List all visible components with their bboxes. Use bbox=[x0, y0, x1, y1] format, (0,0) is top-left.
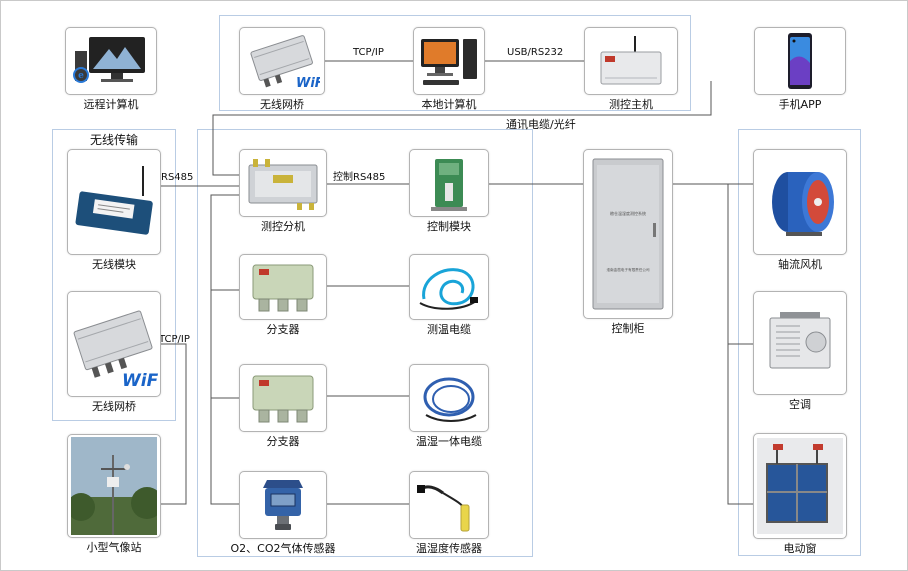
phone-icon bbox=[788, 33, 812, 89]
wireless-module-icon bbox=[75, 166, 153, 235]
gas-sensor-icon bbox=[263, 480, 303, 530]
wireless-module-label: 无线模块 bbox=[92, 258, 136, 271]
gas-sensor-label: O2、CO2气体传感器 bbox=[230, 542, 336, 555]
ctrl-host-node bbox=[584, 27, 678, 95]
wire-cabinet-to-actuators bbox=[673, 183, 753, 505]
fan-label: 轴流风机 bbox=[778, 258, 822, 271]
wire-left-bus bbox=[161, 343, 187, 505]
edge-label-comm-cable: 通讯电缆/光纤 bbox=[506, 118, 576, 131]
wifi-bridge-icon-left: WiFi bbox=[73, 310, 158, 391]
phone-node bbox=[754, 27, 846, 95]
wifi-bridge-top-node: WiFi bbox=[239, 27, 325, 95]
cabinet-icon: 粮仓温湿度测控系统 淮南金凿电子有限责任公司 bbox=[592, 158, 664, 310]
wifi-bridge-left-node: WiFi bbox=[67, 291, 161, 397]
th-cable-label: 温湿一体电缆 bbox=[416, 435, 482, 448]
remote-pc-icon: e bbox=[73, 37, 145, 83]
window-node bbox=[753, 433, 847, 539]
gas-sensor-node bbox=[239, 471, 327, 539]
wifi-bridge-icon: WiFi bbox=[250, 35, 320, 91]
ctrl-module-label: 控制模块 bbox=[427, 220, 471, 233]
field-devices-frame bbox=[197, 129, 533, 557]
electric-window-icon bbox=[757, 438, 843, 534]
wireless-group-title: 无线传输 bbox=[89, 133, 138, 147]
ctrl-host-icon bbox=[600, 36, 662, 85]
phone-label: 手机APP bbox=[778, 98, 822, 111]
svg-text:粮仓温湿度测控系统: 粮仓温湿度测控系统 bbox=[610, 210, 646, 216]
local-pc-node bbox=[413, 27, 485, 95]
th-sensor-label: 温湿度传感器 bbox=[416, 542, 482, 555]
splitter-icon-2 bbox=[252, 375, 314, 423]
weather-station-node bbox=[67, 434, 161, 538]
window-label: 电动窗 bbox=[783, 542, 817, 555]
sub-unit-icon bbox=[248, 159, 318, 210]
edge-label-rs485: RS485 bbox=[161, 172, 194, 183]
wifi-bridge-left-label: 无线网桥 bbox=[92, 400, 136, 413]
fan-node bbox=[753, 149, 847, 255]
th-sensor-icon bbox=[417, 485, 470, 532]
cabinet-label: 控制柜 bbox=[611, 322, 645, 335]
sub-unit-label: 测控分机 bbox=[261, 220, 305, 233]
wire-subunit-bus bbox=[210, 194, 239, 505]
axial-fan-icon bbox=[772, 172, 834, 236]
splitter-2-node bbox=[239, 364, 327, 432]
ctrl-module-node bbox=[409, 149, 489, 217]
wireless-module-node bbox=[67, 149, 161, 255]
weather-station-label: 小型气像站 bbox=[86, 541, 142, 554]
sub-unit-node bbox=[239, 149, 327, 217]
temp-cable-node bbox=[409, 254, 489, 320]
splitter-1-label: 分支器 bbox=[266, 323, 300, 336]
local-pc-icon bbox=[421, 39, 477, 85]
ctrl-module-icon bbox=[431, 159, 467, 211]
temp-cable-icon bbox=[419, 268, 478, 310]
top-network-frame bbox=[219, 15, 691, 111]
wireless-group-frame bbox=[52, 129, 176, 421]
wifi-bridge-top-label: 无线网桥 bbox=[260, 98, 304, 111]
splitter-1-node bbox=[239, 254, 327, 320]
th-cable-node bbox=[409, 364, 489, 432]
local-pc-label: 本地计算机 bbox=[421, 98, 477, 111]
edge-label-tcpip-left: TCP/IP bbox=[159, 334, 190, 345]
edge-label-tcpip-top: TCP/IP bbox=[353, 47, 384, 58]
svg-text:WiFi: WiFi bbox=[296, 76, 320, 91]
svg-text:WiFi: WiFi bbox=[122, 371, 158, 391]
temp-cable-label: 测温电缆 bbox=[427, 323, 471, 336]
svg-text:淮南金凿电子有限责任公司: 淮南金凿电子有限责任公司 bbox=[606, 267, 650, 272]
air-conditioner-icon bbox=[769, 312, 831, 369]
ctrl-host-label: 测控主机 bbox=[609, 98, 653, 111]
edge-label-usb-rs232: USB/RS232 bbox=[507, 47, 564, 58]
svg-text:e: e bbox=[78, 71, 84, 81]
splitter-icon bbox=[252, 264, 314, 312]
weather-station-icon bbox=[71, 437, 157, 535]
ac-label: 空调 bbox=[789, 398, 811, 411]
wire-host-to-subunit bbox=[212, 81, 712, 176]
th-sensor-node bbox=[409, 471, 489, 539]
cabinet-node: 粮仓温湿度测控系统 淮南金凿电子有限责任公司 bbox=[583, 149, 673, 319]
ac-node bbox=[753, 291, 847, 395]
th-cable-icon bbox=[423, 377, 477, 422]
remote-pc-node: e bbox=[65, 27, 157, 95]
splitter-2-label: 分支器 bbox=[266, 435, 300, 448]
edge-label-ctrl-rs485: 控制RS485 bbox=[333, 172, 386, 183]
actuators-frame bbox=[738, 129, 861, 556]
remote-pc-label: 远程计算机 bbox=[83, 98, 139, 111]
